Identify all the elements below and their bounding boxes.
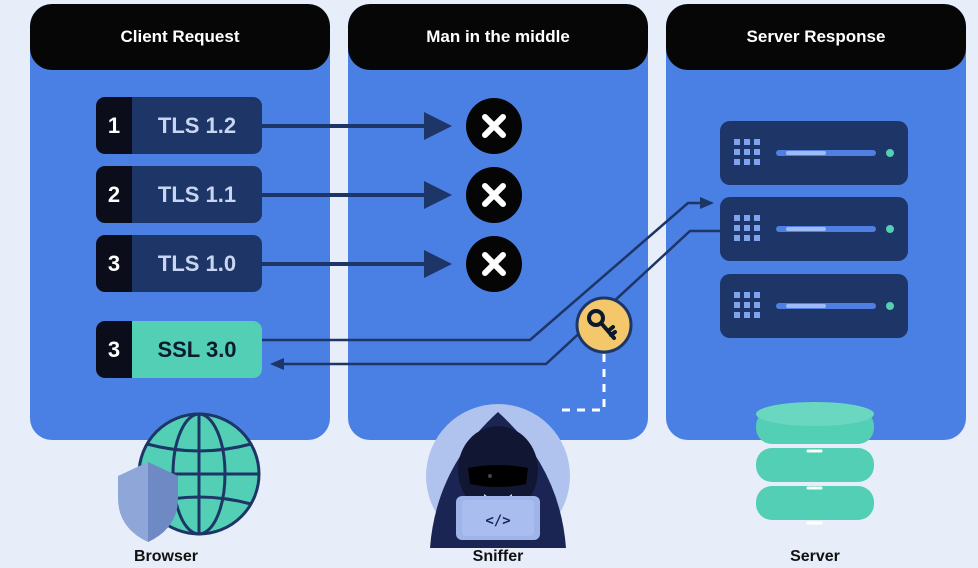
protocol-tls-1-1: 2 TLS 1.1: [96, 166, 262, 223]
protocol-tls-1-2: 1 TLS 1.2: [96, 97, 262, 154]
blocked-x-icon: [466, 98, 522, 154]
protocol-number: 2: [96, 166, 132, 223]
protocol-label: TLS 1.0: [132, 235, 262, 292]
man-in-the-middle-title: Man in the middle: [426, 27, 570, 46]
ssl-request-arrowhead: [700, 197, 714, 209]
protocol-tls-1-0: 3 TLS 1.0: [96, 235, 262, 292]
protocol-label: SSL 3.0: [132, 321, 262, 378]
server-rack-icon: [720, 121, 908, 185]
server-response-header: Server Response: [666, 4, 966, 70]
blocked-x-icon: [466, 167, 522, 223]
server-response-title: Server Response: [746, 27, 886, 46]
key-icon: [575, 296, 633, 354]
protocol-label: TLS 1.2: [132, 97, 262, 154]
man-in-the-middle-panel: Man in the middle: [348, 4, 648, 440]
server-rack-icon: [720, 274, 908, 338]
hacker-code-icon: </>: [485, 513, 510, 529]
sniffer-label: Sniffer: [472, 548, 524, 565]
client-request-title: Client Request: [120, 27, 240, 46]
tls-1-0-arrowhead: [424, 250, 452, 278]
database-icon: [756, 402, 874, 525]
ssl-request-line: [262, 201, 706, 342]
browser-label: Browser: [133, 548, 199, 565]
hacker-icon: </>: [426, 404, 570, 548]
protocol-label: TLS 1.1: [132, 166, 262, 223]
globe-shield-icon: [118, 412, 261, 542]
man-in-the-middle-header: Man in the middle: [348, 4, 648, 70]
protocol-number: 3: [96, 235, 132, 292]
protocol-ssl-3-0: 3 SSL 3.0: [96, 321, 262, 378]
client-request-header: Client Request: [30, 4, 330, 70]
server-label: Server: [790, 548, 840, 565]
tls-1-2-arrowhead: [424, 112, 452, 140]
blocked-arrows: [262, 112, 452, 278]
server-rack-icon: [720, 197, 908, 261]
protocol-number: 3: [96, 321, 132, 378]
dashed-connector: [556, 354, 606, 412]
ssl-response-line: [282, 229, 720, 366]
tls-1-1-arrowhead: [424, 181, 452, 209]
blocked-x-icon: [466, 236, 522, 292]
ssl-response-arrowhead: [270, 358, 284, 370]
protocol-number: 1: [96, 97, 132, 154]
